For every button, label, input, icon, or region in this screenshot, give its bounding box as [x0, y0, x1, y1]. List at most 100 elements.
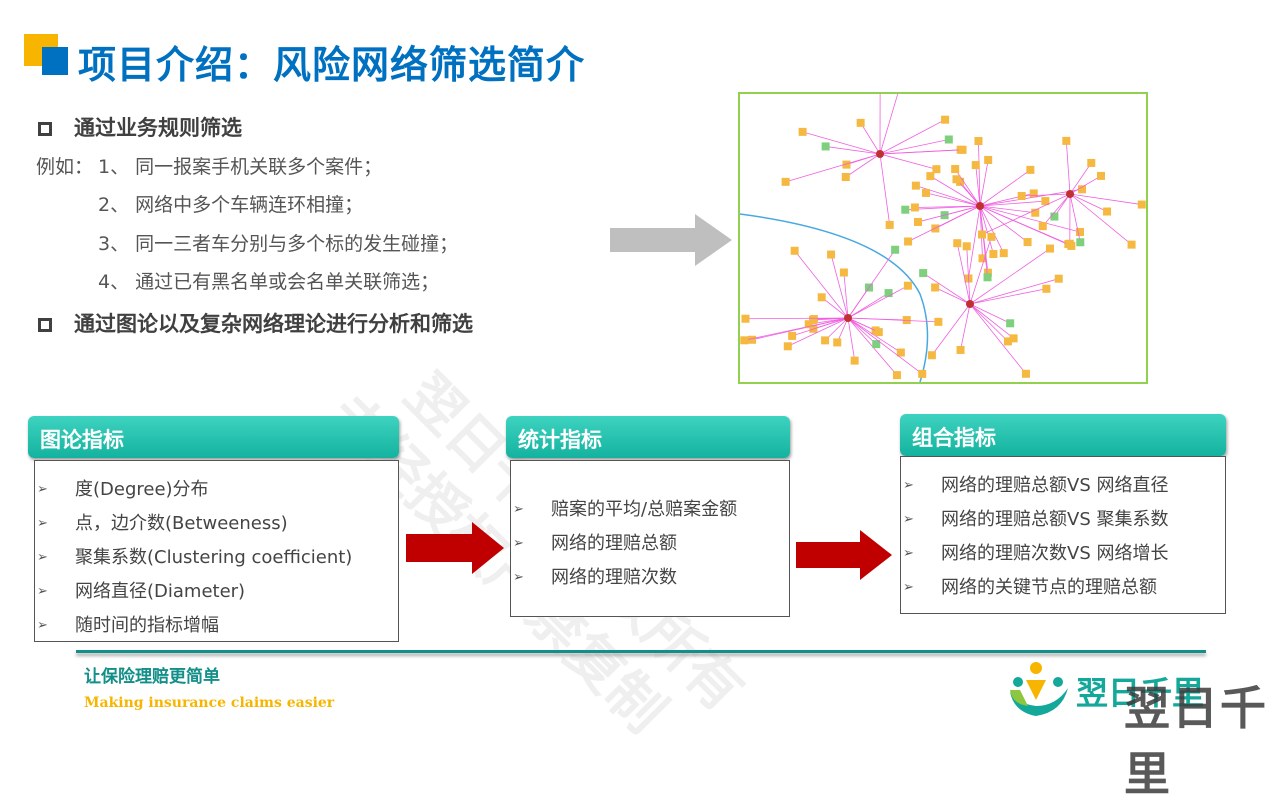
graph-node — [1006, 319, 1014, 327]
graph-node — [1103, 208, 1111, 216]
graph-edge — [792, 318, 848, 336]
list-item: 网络的理赔总额VS 网络直径 — [901, 469, 1225, 503]
graph-node — [1066, 240, 1074, 248]
example-item: 1、 同一报案手机关联多个案件； — [98, 152, 382, 179]
example-item: 3、 同一三者车分别与多个标的发生碰撞； — [98, 229, 458, 256]
graph-node — [914, 218, 922, 226]
graph-node — [1087, 159, 1095, 167]
logo-text-overlay: 翌日千里 — [1124, 672, 1280, 804]
graph-node — [928, 351, 936, 359]
graph-node — [840, 269, 848, 277]
graph-node — [919, 269, 927, 277]
graph-node — [941, 116, 949, 124]
graph-node — [952, 175, 960, 183]
slogan-en: Making insurance claims easier — [84, 695, 334, 711]
section-label: 通过业务规则筛选 — [74, 116, 242, 140]
panel-header: 图论指标 — [28, 416, 399, 458]
graph-node — [886, 221, 894, 229]
graph-node — [1138, 201, 1146, 209]
graph-node — [1097, 172, 1105, 180]
graph-node — [984, 156, 992, 164]
graph-node — [974, 137, 982, 145]
graph-edge — [980, 160, 988, 206]
graph-node — [989, 250, 997, 258]
list-item: 网络的理赔次数VS 网络增长 — [901, 537, 1225, 571]
footer-divider — [76, 650, 1206, 653]
panel-graph-metrics: 图论指标 度(Degree)分布 点，边介数(Betweeness) 聚集系数(… — [28, 416, 399, 642]
square-bullet-icon — [38, 318, 52, 332]
graph-node — [748, 336, 756, 344]
graph-edge — [795, 251, 848, 318]
graph-edge — [880, 154, 936, 169]
graph-node — [741, 315, 749, 323]
graph-edge — [848, 293, 889, 318]
section-label: 通过图论以及复杂网络理论进行分析和筛选 — [74, 312, 473, 336]
panel-list: 赔案的平均/总赔案金额 网络的理赔总额 网络的理赔次数 — [510, 460, 790, 617]
list-item: 网络的关键节点的理赔总额 — [901, 571, 1225, 605]
graph-node — [918, 370, 926, 378]
graph-node — [951, 165, 959, 173]
graph-edge — [848, 250, 895, 318]
graph-edge — [826, 146, 880, 154]
graph-node — [1039, 222, 1047, 230]
list-item: 随时间的指标增幅 — [35, 609, 398, 643]
red-arrow-icon — [406, 522, 506, 574]
section-graph-theory: 通过图论以及复杂网络理论进行分析和筛选 — [38, 308, 473, 338]
panel-header: 组合指标 — [900, 414, 1226, 456]
graph-edge — [744, 318, 848, 340]
graph-edge — [848, 318, 922, 374]
graph-edge — [926, 193, 980, 206]
graph-node — [1050, 213, 1058, 221]
graph-edge — [970, 304, 1008, 341]
graph-node — [821, 336, 829, 344]
graph-node — [963, 242, 971, 250]
graph-edge — [923, 273, 970, 304]
list-item: 度(Degree)分布 — [35, 473, 398, 507]
company-logo-icon — [1006, 660, 1078, 718]
square-bullet-icon — [38, 122, 52, 136]
graph-edge — [880, 150, 963, 154]
graph-node — [911, 203, 919, 211]
list-item: 网络的理赔总额 — [511, 527, 789, 561]
panel-header: 统计指标 — [506, 416, 790, 458]
graph-node — [1004, 337, 1012, 345]
graph-node — [945, 136, 953, 144]
graph-node — [932, 165, 940, 173]
graph-node — [978, 231, 986, 239]
graph-node — [842, 173, 850, 181]
graph-node — [901, 206, 909, 214]
graph-node — [1062, 137, 1070, 145]
graph-node — [851, 357, 859, 365]
graph-node — [791, 247, 799, 255]
network-graph-image — [738, 92, 1148, 384]
slogan-cn: 让保险理赔更简单 — [84, 662, 220, 687]
graph-edge — [848, 318, 938, 322]
graph-hub-node — [1066, 190, 1074, 198]
list-item: 赔案的平均/总赔案金额 — [511, 493, 789, 527]
graph-edge — [970, 304, 1010, 323]
graph-edge — [935, 287, 970, 304]
graph-edge — [980, 170, 1030, 206]
graph-node — [809, 316, 817, 324]
graph-node — [934, 318, 942, 326]
graph-node — [799, 128, 807, 136]
list-item: 网络直径(Diameter) — [35, 575, 398, 609]
graph-edge — [848, 286, 908, 318]
list-item: 网络的理赔总额VS 聚集系数 — [901, 503, 1225, 537]
panel-combined-metrics: 组合指标 网络的理赔总额VS 网络直径 网络的理赔总额VS 聚集系数 网络的理赔… — [900, 414, 1226, 614]
page-title: 项目介绍：风险网络筛选简介 — [78, 34, 585, 89]
example-prefix: 例如： — [36, 152, 93, 179]
graph-node — [1042, 285, 1050, 293]
graph-node — [875, 328, 883, 336]
graph-node — [984, 273, 992, 281]
graph-node — [957, 346, 965, 354]
graph-node — [953, 239, 961, 247]
graph-edge — [786, 154, 880, 182]
panel-list: 网络的理赔总额VS 网络直径 网络的理赔总额VS 聚集系数 网络的理赔次数VS … — [900, 456, 1226, 614]
panel-list: 度(Degree)分布 点，边介数(Betweeness) 聚集系数(Clust… — [34, 460, 399, 642]
graph-hub-node — [844, 314, 852, 322]
graph-node — [931, 224, 939, 232]
graph-node — [891, 246, 899, 254]
graph-node — [1128, 241, 1136, 249]
graph-edge — [980, 206, 988, 277]
